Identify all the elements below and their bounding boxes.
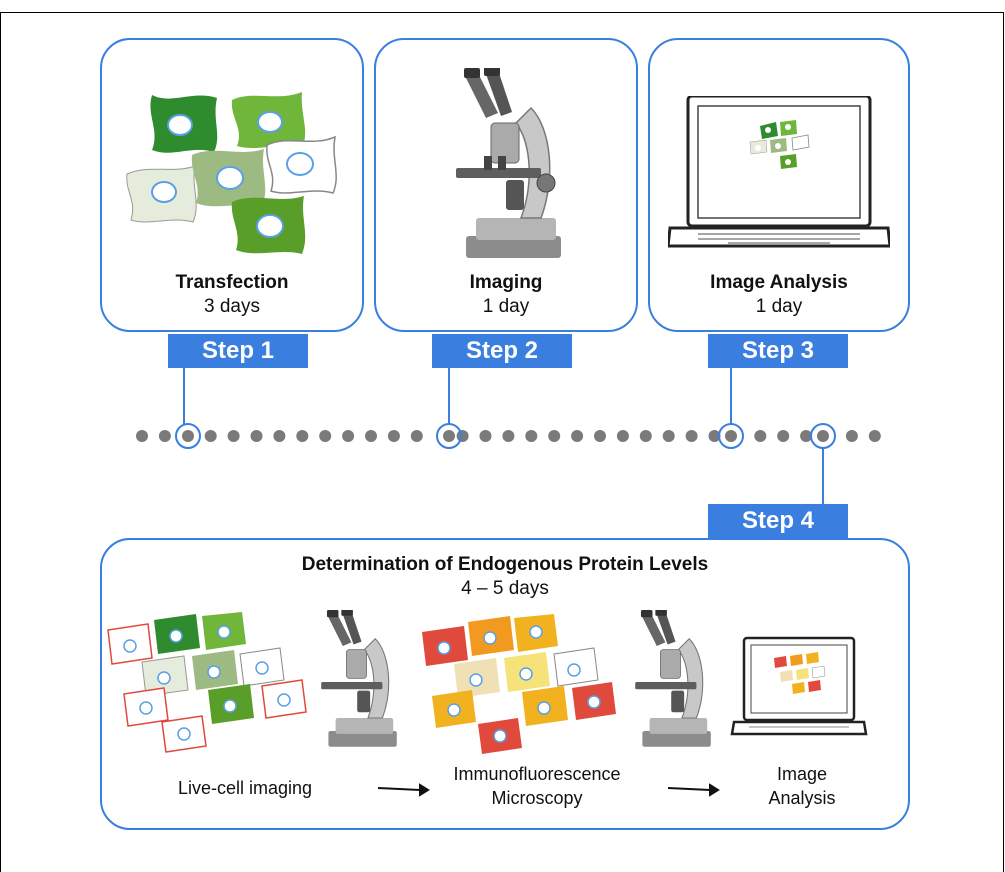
step-2-duration: 1 day <box>482 296 530 317</box>
timeline-dot <box>319 430 332 442</box>
step-1-badge: Step 1 <box>168 334 308 368</box>
cell-icon <box>150 95 218 153</box>
timeline-dot <box>708 430 721 442</box>
step-2-title: Imaging <box>469 272 543 293</box>
step-4-badge: Step 4 <box>708 504 848 538</box>
step-4-title: Determination of Endogenous Protein Leve… <box>301 554 709 575</box>
step-4-marker <box>810 423 836 449</box>
timeline-dot <box>525 430 538 442</box>
laptop-screen-cells <box>749 120 810 169</box>
laptop-icon <box>668 96 890 248</box>
step-3-badge: Step 3 <box>708 334 848 368</box>
cell-icon <box>422 614 616 754</box>
timeline-dot <box>502 430 515 442</box>
timeline-dot <box>227 430 240 442</box>
step-2-box: Imaging 1 day <box>374 38 638 332</box>
step-4-illustrations <box>107 610 868 797</box>
timeline-dot <box>817 430 829 442</box>
timeline-dot <box>800 430 813 442</box>
image-analysis-label-line2: Analysis <box>768 788 836 808</box>
live-cell-label: Live-cell imaging <box>177 778 313 798</box>
timeline-dot <box>456 430 469 442</box>
timeline-dot <box>250 430 263 442</box>
cell-icon <box>107 612 307 753</box>
cell-icon <box>126 165 197 223</box>
timeline-dot <box>136 430 148 442</box>
step-4-box: Determination of Endogenous Protein Leve… <box>100 538 910 830</box>
timeline-dot <box>594 430 606 442</box>
laptop-icon <box>730 636 868 736</box>
step-1-marker <box>175 423 201 449</box>
timeline-dot <box>387 430 400 442</box>
timeline-dot <box>342 430 355 442</box>
cell-icon <box>191 149 266 207</box>
timeline-dot <box>868 430 881 442</box>
image-analysis-label-line1: Image <box>776 764 828 784</box>
step-3-box: Image Analysis 1 day <box>648 38 910 332</box>
timeline-dot <box>616 430 629 442</box>
timeline-dot <box>845 430 858 442</box>
timeline-dot <box>158 430 171 442</box>
cell-icon <box>231 92 306 148</box>
timeline-dot <box>662 430 675 442</box>
step-2-badge: Step 2 <box>432 334 572 368</box>
transfected-cells-illustration <box>126 92 337 254</box>
timeline-connectors <box>175 368 836 504</box>
step-3-marker <box>718 423 744 449</box>
immunofluorescence-label-line2: Microscopy <box>491 788 583 808</box>
timeline-dot <box>479 430 492 442</box>
timeline-dots <box>136 430 881 442</box>
timeline-dot <box>571 430 584 442</box>
timeline-dot <box>204 430 217 442</box>
timeline-dot <box>777 430 790 442</box>
timeline-dot <box>725 430 737 442</box>
timeline-dot <box>639 430 652 442</box>
timeline-dot <box>365 430 377 442</box>
step-2-marker <box>436 423 462 449</box>
timeline-dot <box>273 430 286 442</box>
immunofluorescence-label-line1: Immunofluorescence <box>453 764 621 784</box>
timeline-dot <box>685 430 698 442</box>
timeline-dot <box>296 430 309 442</box>
step-4-duration: 4 – 5 days <box>461 578 549 599</box>
microscope-icon <box>321 610 397 747</box>
step-1-title: Transfection <box>175 272 289 293</box>
step-3-duration: 1 day <box>755 296 803 317</box>
step-1-duration: 3 days <box>204 296 260 317</box>
microscope-icon <box>456 68 561 258</box>
cell-icon <box>231 196 306 254</box>
timeline-dot <box>410 430 423 442</box>
step-1-box: Transfection 3 days <box>100 38 364 332</box>
timeline-dot <box>548 430 561 442</box>
microscope-icon <box>635 610 711 747</box>
timeline-dot <box>182 430 194 442</box>
cell-icon <box>266 135 337 194</box>
timeline-dot <box>443 430 455 442</box>
arrow-icon <box>377 783 430 797</box>
step-3-title: Image Analysis <box>710 272 848 293</box>
timeline-dot <box>754 430 767 442</box>
figure-frame <box>0 12 1004 872</box>
arrow-icon <box>667 783 720 797</box>
